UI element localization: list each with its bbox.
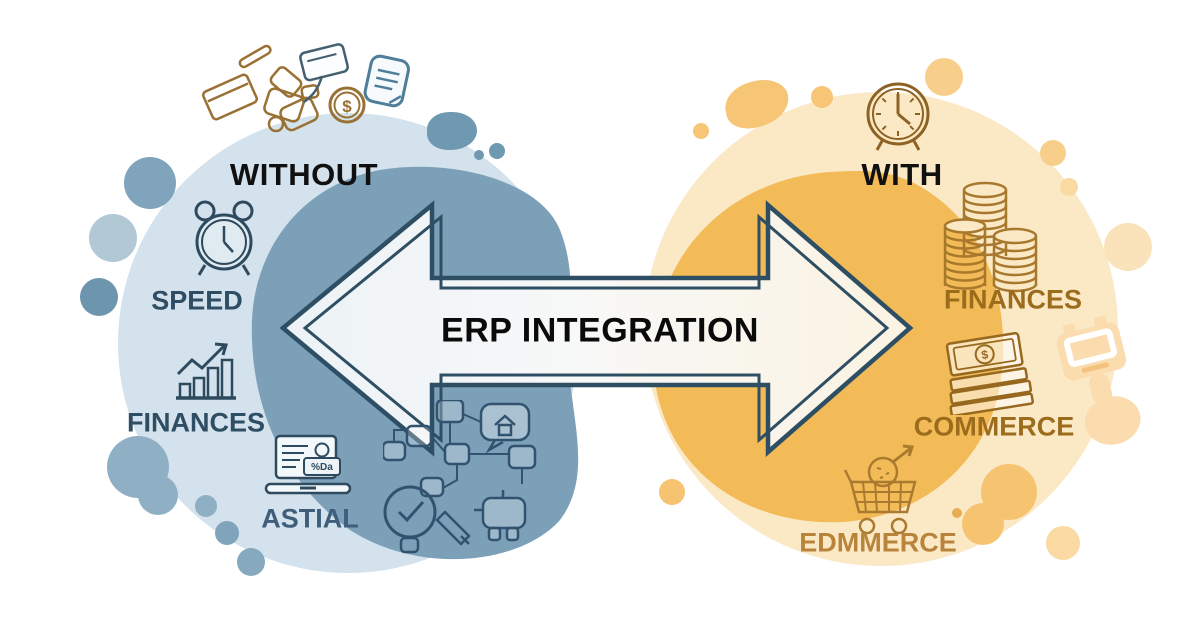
- card-reader-icon: [299, 43, 349, 103]
- growth-chart-icon: [176, 342, 236, 400]
- arrow-title: ERP INTEGRATION: [441, 311, 759, 350]
- svg-text:$: $: [980, 347, 989, 362]
- right-heading: WITH: [861, 157, 943, 192]
- pos-terminal-icon: [1056, 315, 1141, 445]
- credit-card-icon: [202, 73, 258, 121]
- label-astial: ASTIAL: [261, 503, 359, 534]
- left-decor-dot: [215, 521, 239, 545]
- dollar-coin-icon: $: [328, 86, 366, 124]
- workflow-chaos-icon: [383, 400, 537, 554]
- left-decor-dot: [489, 143, 505, 159]
- left-decor-dot: [80, 278, 118, 316]
- label-finances-left: FINANCES: [126, 407, 266, 438]
- speech-bubble-home-icon: [479, 402, 531, 454]
- right-decor-dot: [925, 58, 963, 96]
- pen-icon: [238, 44, 272, 69]
- alarm-clock-icon: [194, 200, 254, 276]
- right-decor-dot: [962, 503, 1004, 545]
- wall-clock-icon: [866, 82, 930, 151]
- svg-text:$: $: [342, 97, 352, 116]
- robot-icon: [474, 490, 527, 542]
- left-decor-blob: [427, 112, 477, 150]
- notepad-icon: [363, 54, 410, 108]
- left-top-icon-cluster: $: [202, 43, 410, 133]
- right-decor-dot: [811, 86, 833, 108]
- left-decor-dot: [474, 150, 484, 160]
- left-decor-dot: [124, 157, 176, 209]
- double-arrow: [279, 200, 914, 457]
- coin-stacks-icon: [943, 181, 1038, 293]
- pencil-icon: [435, 510, 471, 546]
- left-heading: WITHOUT: [229, 157, 379, 192]
- broken-parts-icon: [263, 66, 320, 133]
- check-circle-icon: [383, 485, 437, 554]
- right-decor-dot: [952, 508, 962, 518]
- label-finances-right: FINANCES: [943, 284, 1083, 315]
- process-nodes: [383, 400, 537, 498]
- shopping-cart-icon: [843, 444, 917, 535]
- right-decor-dot: [1060, 178, 1078, 196]
- label-commerce: COMMERCE: [913, 411, 1075, 442]
- left-decor-dot: [195, 495, 217, 517]
- right-decor-dot: [1104, 223, 1152, 271]
- left-decor-dot: [138, 475, 178, 515]
- right-decor-dot: [1046, 526, 1080, 560]
- coin-stack-left: [943, 218, 987, 290]
- svg-text:%Da: %Da: [311, 462, 333, 473]
- cash-stack-icon: $: [945, 332, 1034, 415]
- right-decor-dot: [659, 479, 685, 505]
- label-speed: SPEED: [151, 285, 243, 316]
- coin-stack-right: [992, 227, 1038, 293]
- laptop-report-icon: %Da: [264, 434, 352, 495]
- right-decor-dot: [1040, 140, 1066, 166]
- left-decor-dot: [89, 214, 137, 262]
- label-edmmerce: EDMMERCE: [799, 527, 957, 558]
- process-connectors: [393, 413, 523, 489]
- left-decor-dot: [237, 548, 265, 576]
- right-decor-dot: [693, 123, 709, 139]
